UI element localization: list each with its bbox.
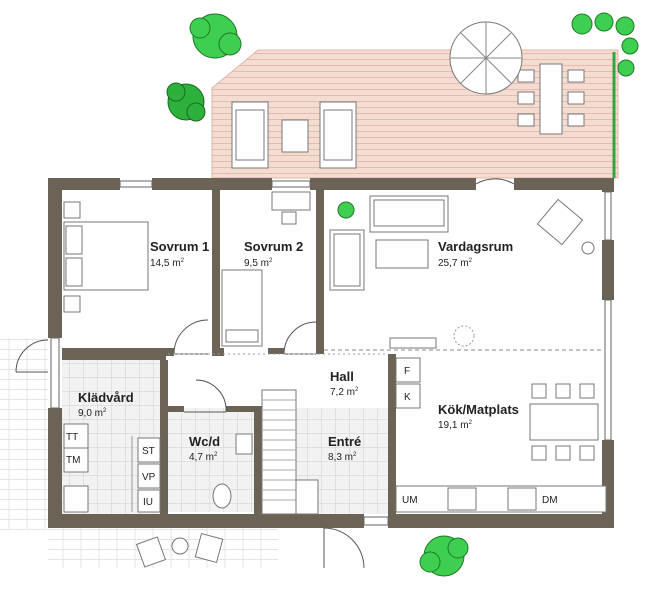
patio-chairs	[135, 532, 224, 568]
fridge	[395, 357, 421, 383]
freezer	[395, 383, 421, 409]
open-boundary	[168, 349, 602, 355]
code-f: F	[404, 366, 410, 377]
room-kladvard: Klädvård 9,0 m2	[78, 390, 134, 419]
room-area: 4,7 m2	[189, 452, 218, 463]
code-k: K	[404, 392, 411, 403]
code-vp: VP	[142, 472, 156, 483]
code-tm: TM	[66, 455, 80, 466]
room-sovrum2: Sovrum 2 9,5 m2	[244, 239, 303, 269]
coffee-table	[375, 239, 429, 269]
room-sovrum1: Sovrum 1 14,5 m2	[150, 239, 209, 269]
room-hall: Hall 7,2 m2	[330, 369, 359, 398]
code-iu: IU	[143, 497, 153, 508]
nightstand	[63, 201, 81, 313]
code-um: UM	[402, 495, 418, 506]
room-name: Entré	[328, 434, 361, 449]
room-kok: Kök/Matplats 19,1 m2	[438, 402, 519, 431]
washing-machine	[63, 447, 89, 473]
double-bed	[63, 221, 149, 291]
stove	[447, 487, 477, 511]
room-area: 9,5 m2	[244, 258, 273, 269]
single-bed	[221, 269, 263, 347]
code-tt: TT	[66, 432, 78, 443]
room-area: 14,5 m2	[150, 258, 185, 269]
tv-bench	[389, 337, 437, 349]
terrace-lounge	[231, 101, 357, 169]
staircase	[261, 389, 319, 515]
room-entre: Entré 8,3 m2	[328, 434, 361, 463]
walls	[48, 178, 614, 528]
tree-icon	[189, 13, 242, 59]
room-name: Sovrum 2	[244, 239, 303, 254]
sofa	[369, 195, 449, 233]
terrace-dining	[517, 63, 585, 135]
sink	[507, 487, 537, 511]
room-area: 25,7 m2	[438, 258, 473, 269]
wcd-floor	[168, 408, 254, 512]
dining-table	[529, 383, 599, 461]
room-name: Vardagsrum	[438, 239, 513, 254]
toilet-icon	[212, 483, 232, 509]
tree-icon	[166, 82, 206, 122]
room-vardagsrum: Vardagsrum 25,7 m2	[438, 239, 513, 269]
indoor-unit-iu	[137, 489, 161, 513]
room-area: 19,1 m2	[438, 420, 473, 431]
laundry-sink	[63, 485, 89, 513]
room-area: 7,2 m2	[330, 387, 359, 398]
armchair	[536, 198, 595, 255]
paving	[0, 338, 48, 530]
heat-pump-vp	[137, 463, 161, 489]
shrub-row-icon	[571, 12, 639, 77]
kitchen-counter	[395, 485, 607, 513]
room-wcd: Wc/d 4,7 m2	[189, 434, 220, 463]
room-area: 8,3 m2	[328, 452, 357, 463]
sofa	[329, 229, 365, 291]
fireplace	[453, 325, 475, 347]
room-name: Kök/Matplats	[438, 402, 519, 417]
cabinet-st	[137, 437, 161, 463]
code-st: ST	[142, 446, 155, 457]
windows	[50, 180, 612, 526]
plant-icon	[337, 201, 355, 219]
room-name: Hall	[330, 369, 354, 384]
parasol-icon	[449, 21, 523, 95]
room-name: Klädvård	[78, 390, 134, 405]
room-name: Wc/d	[189, 434, 220, 449]
desk	[271, 191, 311, 225]
tumble-dryer	[63, 423, 89, 449]
code-dm: DM	[542, 495, 558, 506]
paving-front	[48, 528, 278, 568]
room-area: 9,0 m2	[78, 408, 107, 419]
washbasin	[235, 433, 253, 455]
tree-icon	[419, 535, 469, 577]
room-name: Sovrum 1	[150, 239, 209, 254]
